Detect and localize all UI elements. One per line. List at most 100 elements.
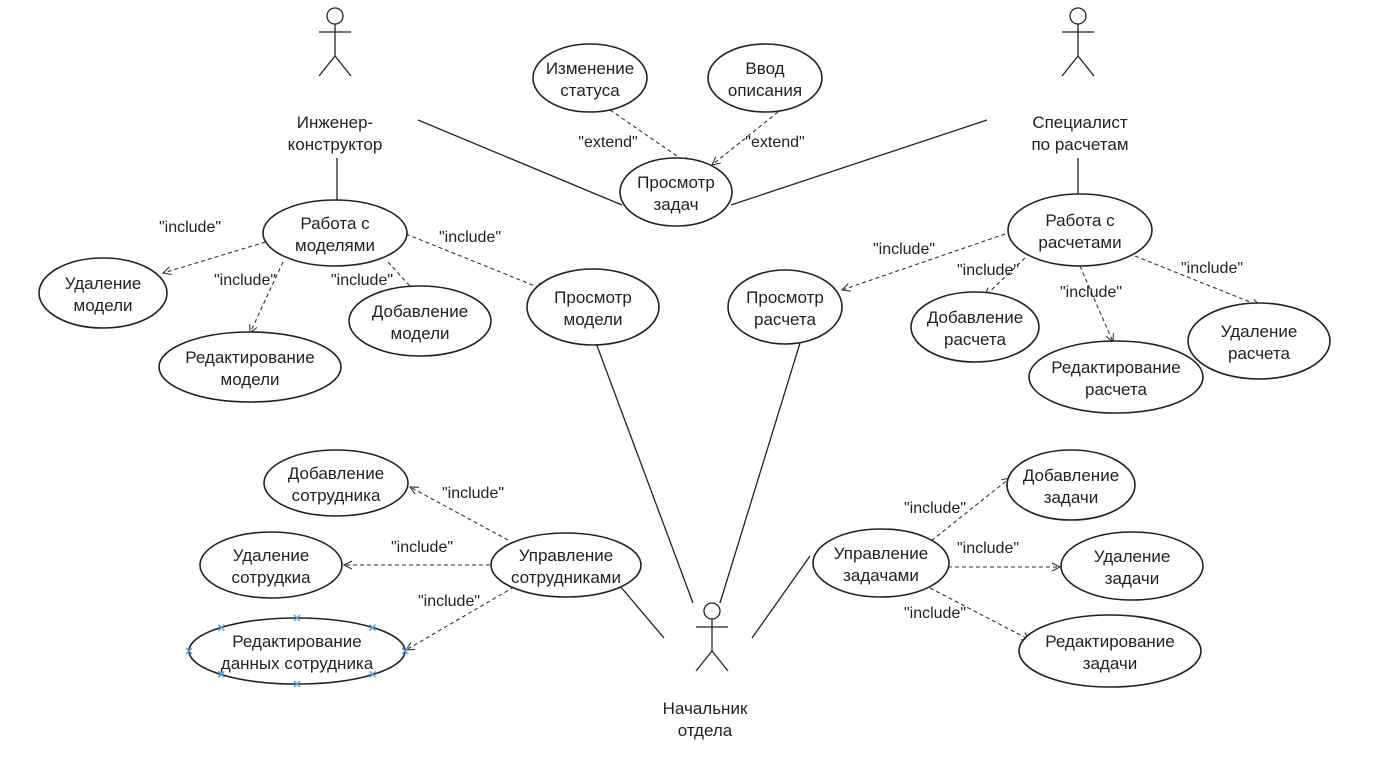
include-label: "include" (159, 219, 221, 236)
association-line (719, 342, 801, 604)
use-case-ellipse[interactable] (1028, 340, 1204, 414)
use-case-delete-model[interactable]: Удаление модели (38, 257, 168, 329)
use-case-ellipse[interactable] (1006, 449, 1136, 521)
use-case-ellipse[interactable] (263, 449, 409, 517)
use-case-label: Редактирование (232, 632, 362, 651)
use-case-label: Управление (834, 544, 929, 563)
use-case-edit-employee[interactable]: Редактирование данных сотрудника (185, 614, 409, 688)
include-arrow (410, 487, 509, 541)
include-label: "include" (214, 272, 276, 289)
use-case-label: Удаление (1221, 322, 1298, 341)
use-case-label: Просмотр (746, 288, 824, 307)
use-case-ellipse[interactable] (1187, 302, 1331, 380)
use-case-ellipse[interactable] (38, 257, 168, 329)
use-case-ellipse[interactable] (1060, 531, 1204, 601)
use-case-label: задачи (1083, 654, 1138, 673)
actor-label: конструктор (288, 135, 383, 154)
use-case-ellipse[interactable] (1018, 614, 1202, 688)
include-label: "include" (957, 540, 1019, 557)
use-case-label: Удаление (233, 546, 310, 565)
include-label: "include" (957, 262, 1019, 279)
selection-handle[interactable] (217, 670, 225, 678)
use-case-ellipse[interactable] (199, 531, 343, 599)
include-label: "include" (439, 229, 501, 246)
include-arrow (405, 233, 545, 290)
use-case-label: задач (653, 195, 698, 214)
actor-label: Начальник (663, 699, 748, 718)
stick-figure-icon (695, 602, 729, 672)
include-arrow (163, 239, 273, 273)
use-case-add-model[interactable]: Добавление модели (348, 285, 492, 357)
use-case-ellipse[interactable] (727, 269, 843, 345)
use-case-label: Редактирование (185, 348, 315, 367)
use-case-label: Добавление (372, 302, 468, 321)
use-case-edit-task[interactable]: Редактирование задачи (1018, 614, 1202, 688)
use-case-label: Ввод (745, 59, 784, 78)
use-case-ellipse[interactable] (707, 43, 823, 113)
association-line (595, 342, 694, 604)
use-case-label: Просмотр (554, 288, 632, 307)
use-case-ellipse[interactable] (532, 43, 648, 113)
use-case-label: Работа с (1045, 211, 1115, 230)
include-arrow (929, 587, 1030, 640)
use-case-delete-calc[interactable]: Удаление расчета (1187, 302, 1331, 380)
use-case-ellipse[interactable] (1007, 193, 1153, 267)
selection-handle[interactable] (293, 680, 301, 688)
use-case-label: Редактирование (1045, 632, 1175, 651)
use-case-label: задачами (843, 566, 919, 585)
use-case-ellipse[interactable] (158, 331, 342, 403)
selection-handle[interactable] (369, 624, 377, 632)
include-arrow (842, 233, 1006, 290)
actor-label: Инженер- (297, 113, 373, 132)
actor-engineer[interactable]: Инженер-конструктор (288, 7, 383, 154)
use-case-label: модели (391, 324, 450, 343)
selection-handle[interactable] (217, 624, 225, 632)
use-case-ellipse[interactable] (348, 285, 492, 357)
use-case-label: расчета (1228, 344, 1291, 363)
include-label: "include" (391, 539, 453, 556)
selection-handle[interactable] (293, 614, 301, 622)
use-case-label: сотрудника (292, 486, 381, 505)
use-case-label: статуса (560, 81, 620, 100)
use-case-label: расчета (944, 330, 1007, 349)
use-case-ellipse[interactable] (526, 268, 660, 346)
use-case-ellipse[interactable] (812, 528, 950, 598)
use-case-manage-tasks[interactable]: Управление задачами (812, 528, 950, 598)
use-case-label: Удаление (65, 274, 142, 293)
use-case-label: данных сотрудника (221, 654, 374, 673)
association-line (619, 585, 665, 639)
use-case-ellipse[interactable] (490, 532, 642, 598)
extend-arrow (609, 109, 690, 165)
use-case-label: моделями (295, 236, 375, 255)
stick-figure-icon (318, 7, 352, 77)
include-label: "include" (904, 605, 966, 622)
selection-handle[interactable] (185, 647, 193, 655)
use-case-ellipse[interactable] (910, 291, 1040, 363)
use-case-ellipse[interactable] (262, 199, 408, 267)
use-case-ellipse[interactable] (619, 157, 733, 227)
selection-handle[interactable] (401, 647, 409, 655)
include-label: "include" (873, 241, 935, 258)
actor-label: по расчетам (1031, 135, 1128, 154)
use-case-label: модели (74, 296, 133, 315)
selection-handle[interactable] (369, 670, 377, 678)
association-line (751, 555, 811, 639)
